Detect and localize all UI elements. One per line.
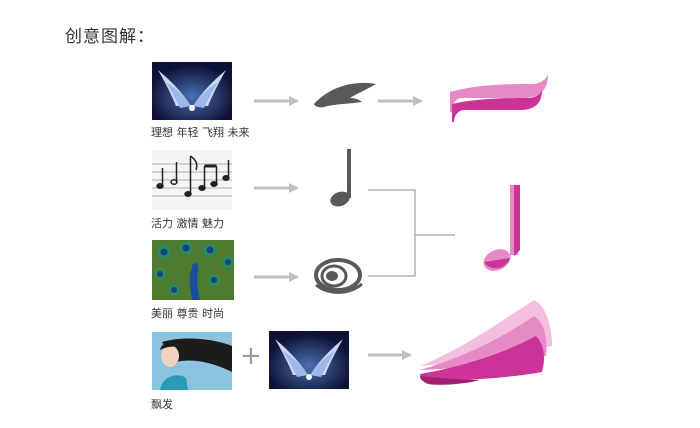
peacock-photo <box>152 240 234 300</box>
pink-wing-ribbon-icon <box>450 74 548 122</box>
plus-sign: + <box>240 341 262 371</box>
page-title: 创意图解： <box>65 27 155 47</box>
caption-ideal-youth-fly-future: 理想 年轻 飞翔 未来 <box>151 126 250 139</box>
caption-flowing-hair: 飘发 <box>151 398 173 411</box>
pink-hair-wave-icon <box>420 300 552 385</box>
gray-music-note-icon <box>330 149 351 207</box>
pink-music-note-icon <box>483 185 520 271</box>
caption-beauty-nobility-fashion: 美丽 尊贵 时尚 <box>151 307 224 320</box>
caption-vitality-passion-charm: 活力 激情 魅力 <box>151 217 224 230</box>
girl-flowing-hair-photo <box>152 332 232 390</box>
gray-wing-icon <box>314 82 376 108</box>
music-notes-photo <box>152 150 232 210</box>
wings-photo <box>152 62 232 120</box>
connector-lines <box>368 189 455 277</box>
wings-photo-2 <box>269 331 349 389</box>
gray-peacock-eye-icon <box>314 258 363 294</box>
